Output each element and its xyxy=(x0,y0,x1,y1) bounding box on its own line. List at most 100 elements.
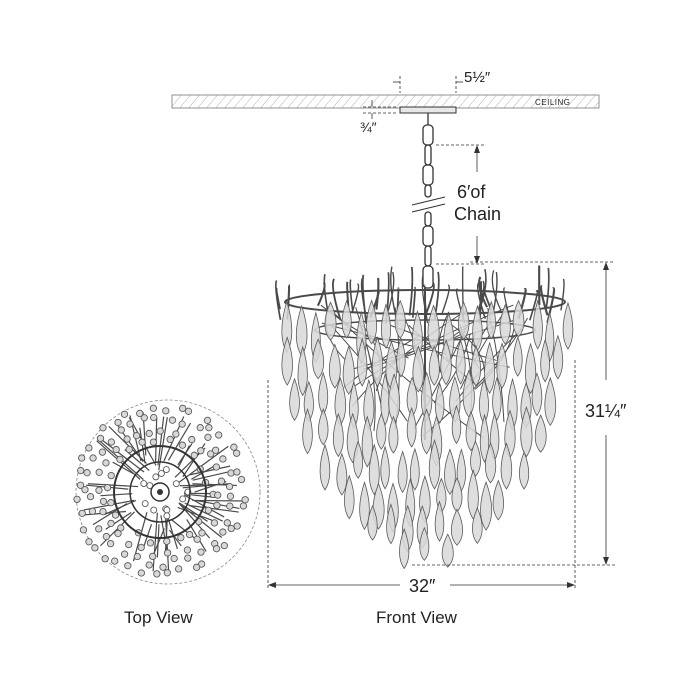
crystal-drop xyxy=(397,450,408,494)
width-dimension: 32″ xyxy=(267,360,576,596)
top-branch xyxy=(158,417,168,471)
width-label: 32″ xyxy=(409,576,436,596)
top-crystal xyxy=(214,491,222,499)
top-branch xyxy=(192,471,229,481)
top-crystal xyxy=(107,438,116,446)
top-view-caption: Top View xyxy=(124,608,193,627)
top-crystal xyxy=(102,532,111,541)
top-crystal xyxy=(210,519,219,527)
top-crystal xyxy=(230,443,238,451)
top-crystal xyxy=(163,537,171,546)
front-crystals xyxy=(281,299,574,570)
top-branch xyxy=(168,529,182,547)
crystal-drop xyxy=(457,301,470,341)
top-crystal xyxy=(193,535,201,543)
top-crystal xyxy=(140,414,148,422)
twig-branch xyxy=(529,289,539,321)
top-crystal xyxy=(226,502,234,510)
crystal-drop xyxy=(451,404,462,445)
top-branch xyxy=(87,483,139,488)
top-inner-crystal xyxy=(179,495,187,503)
crystal-drop xyxy=(428,345,440,386)
crystal-drop xyxy=(441,533,454,568)
chain-length-label: 6′of xyxy=(457,182,486,202)
crystal-drop xyxy=(386,503,396,545)
top-crystal xyxy=(198,529,206,537)
crystal-drop xyxy=(486,300,497,340)
top-crystal xyxy=(172,430,180,438)
crystal-drop xyxy=(444,448,456,495)
top-crystal xyxy=(159,563,167,571)
top-crystal xyxy=(226,492,235,500)
top-crystal xyxy=(95,468,103,476)
top-crystal xyxy=(85,538,93,546)
top-inner-crystal xyxy=(152,473,160,481)
top-crystal xyxy=(116,455,124,463)
top-branch xyxy=(157,416,165,466)
crystal-drop xyxy=(336,452,348,496)
top-crystal xyxy=(213,501,221,509)
crystal-drop xyxy=(412,345,425,393)
top-crystal xyxy=(98,448,107,456)
top-branch xyxy=(97,436,145,473)
crystal-drop xyxy=(376,412,387,450)
top-crystal xyxy=(197,447,205,455)
crystal-drop xyxy=(519,450,530,490)
top-branch xyxy=(165,518,170,573)
top-crystal xyxy=(211,446,220,454)
top-crystal xyxy=(78,454,86,462)
crystal-drop xyxy=(341,299,352,339)
top-crystal xyxy=(73,495,81,504)
crystal-drop xyxy=(496,342,508,389)
twig-branch xyxy=(539,285,549,316)
top-crystal xyxy=(133,552,142,561)
twig-branch xyxy=(560,278,565,311)
top-crystal xyxy=(102,459,110,467)
top-crystal xyxy=(107,471,115,480)
crystal-drop xyxy=(318,408,329,446)
crystal-drop xyxy=(361,415,373,468)
top-crystal xyxy=(192,563,201,571)
crystal-drop xyxy=(312,338,325,380)
crystal-drop xyxy=(367,504,378,541)
crystal-drop xyxy=(297,345,308,397)
top-crystal xyxy=(91,544,99,552)
top-crystal xyxy=(184,407,193,415)
height-label: 31¼″ xyxy=(585,401,627,421)
crystal-drop xyxy=(531,372,543,417)
crystal-drop xyxy=(396,337,406,378)
top-branch xyxy=(192,499,244,502)
top-crystal xyxy=(241,496,249,504)
top-crystal xyxy=(163,569,171,577)
crystal-drop xyxy=(332,412,344,458)
crystal-drop xyxy=(394,299,406,339)
top-crystal xyxy=(150,413,158,422)
top-crystal xyxy=(239,502,248,510)
top-inner-crystal xyxy=(172,480,180,488)
crystal-drop xyxy=(353,440,364,479)
chain-word-label: Chain xyxy=(454,204,501,224)
top-crystal xyxy=(237,475,246,484)
top-crystal xyxy=(190,451,198,459)
crystal-drop xyxy=(524,342,537,395)
ceiling: CEILING xyxy=(171,94,600,109)
twig-branch xyxy=(411,286,416,318)
top-branch xyxy=(186,519,207,552)
crystal-drop xyxy=(470,344,481,387)
top-branch xyxy=(179,484,219,487)
top-crystal xyxy=(196,423,204,432)
top-crystal xyxy=(185,530,194,539)
crystal-drop xyxy=(499,303,511,345)
top-crystal xyxy=(233,468,241,476)
top-inner-crystal xyxy=(141,500,149,508)
front-view-caption: Front View xyxy=(376,608,458,627)
top-crystal xyxy=(184,554,192,562)
front-view-chandelier xyxy=(275,265,574,570)
crystal-drop xyxy=(319,443,331,491)
ceiling-slab xyxy=(171,94,600,109)
crystal-drop xyxy=(455,339,466,385)
top-crystal xyxy=(114,529,122,538)
twig-branch xyxy=(478,268,487,310)
top-crystal xyxy=(177,533,185,542)
top-crystal xyxy=(205,424,213,432)
